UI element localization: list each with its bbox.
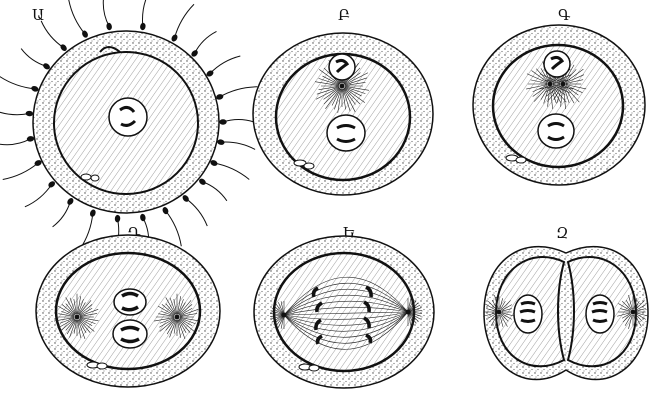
sperm-tail xyxy=(142,0,148,26)
egg-pronucleus xyxy=(538,114,574,148)
centriole xyxy=(631,310,636,315)
sperm-tail xyxy=(223,120,254,123)
panel-label-a: Ա xyxy=(32,6,44,24)
sperm-tail xyxy=(186,198,208,226)
sperm-tail xyxy=(3,163,38,179)
panel-label-b: Բ xyxy=(338,6,350,24)
panel-f-egg xyxy=(483,247,649,380)
centriole xyxy=(175,315,180,320)
panel-a-egg xyxy=(0,0,257,253)
polar-body xyxy=(304,163,314,169)
centriole xyxy=(561,82,566,87)
panel-c-egg xyxy=(473,25,645,185)
sperm-tail xyxy=(25,184,52,206)
panel-label-f: Զ xyxy=(556,224,568,242)
polar-body xyxy=(309,365,319,371)
centriole xyxy=(548,82,553,87)
sperm-tail xyxy=(210,56,240,74)
sperm-tail xyxy=(195,31,217,53)
egg-nucleus xyxy=(109,98,147,136)
polar-body xyxy=(97,363,107,369)
sperm-tail xyxy=(0,110,29,114)
egg-pronucleus xyxy=(327,115,365,151)
sperm-tail xyxy=(220,87,258,97)
panel-label-c: Գ xyxy=(558,6,571,24)
sperm-tail xyxy=(221,142,255,149)
sperm-tail xyxy=(41,21,63,48)
panel-b-egg xyxy=(253,33,433,195)
centriole xyxy=(406,310,411,315)
polar-body xyxy=(91,175,99,181)
centriole xyxy=(75,315,80,320)
polar-body xyxy=(516,157,526,163)
daughter-nucleus-right xyxy=(586,295,614,333)
centriole xyxy=(497,310,502,315)
egg-pronucleus xyxy=(113,320,147,348)
sperm-tail xyxy=(214,163,249,179)
sperm-head xyxy=(216,94,223,100)
centriole xyxy=(340,84,345,89)
sperm-tail xyxy=(165,211,181,247)
sperm-tail xyxy=(0,139,30,145)
daughter-nucleus-left xyxy=(514,295,542,333)
sperm-tail xyxy=(103,0,109,26)
sperm-tail xyxy=(53,201,71,226)
sperm-tail xyxy=(175,4,195,38)
polar-body xyxy=(81,174,91,180)
sperm-tail xyxy=(0,75,35,88)
centriole xyxy=(282,313,287,318)
panel-e-egg xyxy=(254,236,434,388)
sperm-tail xyxy=(21,49,46,67)
sperm-head xyxy=(60,44,67,52)
panel-d-egg xyxy=(36,235,220,387)
sperm-tail xyxy=(69,0,85,34)
sperm-tail xyxy=(202,182,226,201)
